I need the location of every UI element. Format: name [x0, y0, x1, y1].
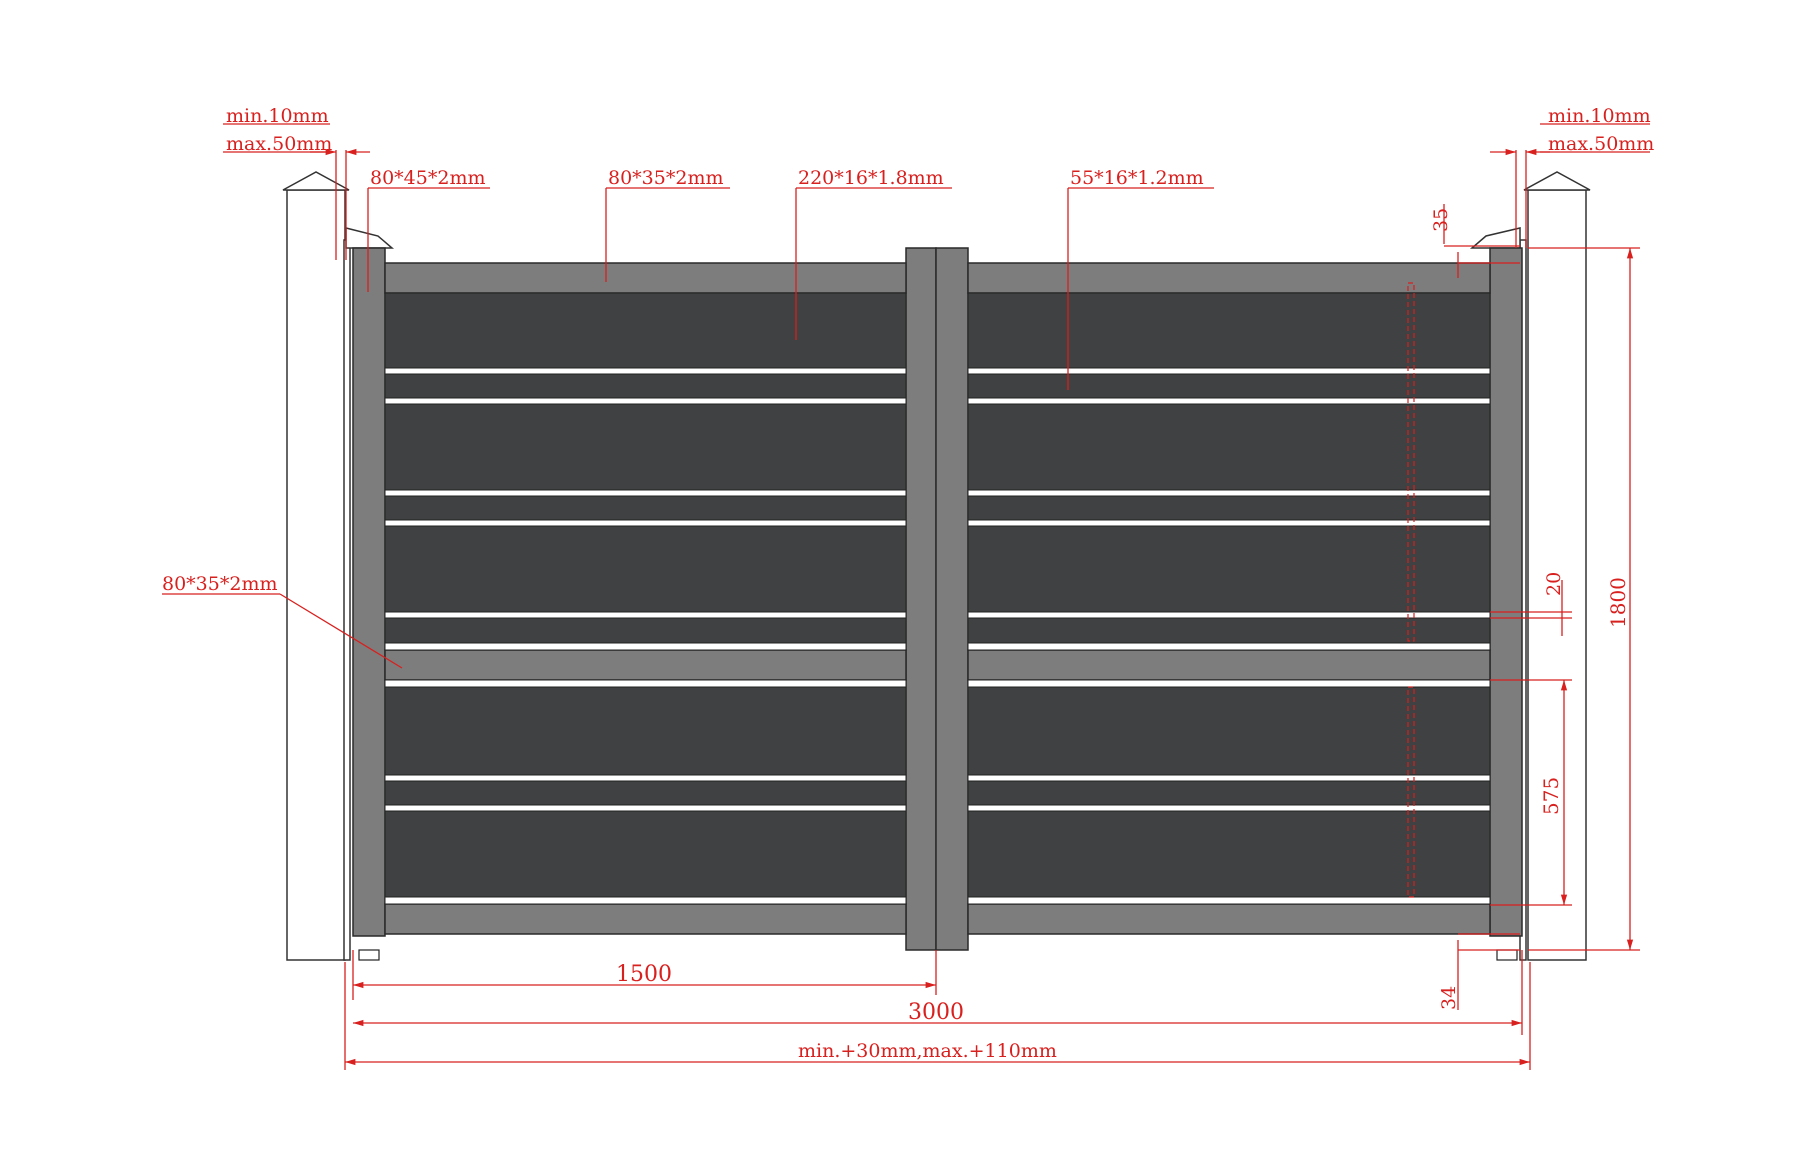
overall-width-label: 3000 — [908, 1000, 964, 1025]
gap-strip — [967, 804, 1491, 812]
rail-gap-label: 20 — [1543, 572, 1565, 596]
left-max-label: max.50mm — [226, 133, 332, 155]
right-post — [1523, 171, 1591, 961]
gap-strip — [384, 397, 907, 405]
right-stile-cap — [1469, 227, 1521, 249]
labels: min.10mm max.50mm min.10mm max.50mm 80*4… — [162, 105, 1654, 1062]
left-stile-cap — [345, 227, 395, 249]
middle-rail-right — [967, 649, 1491, 681]
center-stile-left — [905, 247, 937, 951]
dimension-lines — [162, 123, 1650, 1070]
mid-rail-profile-label: 80*35*2mm — [162, 573, 277, 595]
panel — [967, 525, 1491, 613]
overall-height-label: 1800 — [1606, 577, 1630, 628]
gap-strip — [384, 367, 907, 375]
left-gate-foot — [358, 949, 380, 961]
middle-rail-left — [384, 649, 907, 681]
panel — [384, 810, 907, 898]
panel — [384, 525, 907, 613]
left-post-cap — [282, 171, 350, 191]
panel — [967, 292, 1491, 369]
gap-strip — [967, 679, 1491, 688]
gap-strip — [967, 774, 1491, 782]
bottom-rail-left — [384, 903, 907, 935]
gap-strip — [384, 489, 907, 497]
top-rail-right — [967, 262, 1491, 294]
gap-strip-profile-label: 55*16*1.2mm — [1070, 167, 1204, 189]
panel-profile-label: 220*16*1.8mm — [798, 167, 944, 189]
left-hinge-strip — [343, 239, 351, 961]
bottom-rail-right — [967, 903, 1491, 935]
gap-strip — [384, 519, 907, 527]
panel — [384, 403, 907, 491]
gap-strip — [967, 397, 1491, 405]
left-min-label: min.10mm — [226, 105, 329, 127]
panels-right — [967, 292, 1491, 905]
right-stile — [1489, 247, 1523, 937]
gate — [352, 247, 1523, 961]
half-width-label: 1500 — [616, 962, 672, 987]
top-rail-profile-label: 80*35*2mm — [608, 167, 723, 189]
gap-strip — [967, 896, 1491, 905]
left-post — [282, 171, 350, 961]
panel — [384, 617, 907, 644]
gap-strip — [967, 519, 1491, 527]
right-min-label: min.10mm — [1548, 105, 1651, 127]
right-post-cap — [1523, 171, 1591, 191]
panel — [384, 780, 907, 806]
lower-section-label: 575 — [1539, 777, 1563, 815]
gap-strip — [967, 489, 1491, 497]
top-offset-label: 35 — [1430, 208, 1452, 232]
panel — [967, 810, 1491, 898]
right-gate-foot — [1496, 949, 1518, 961]
right-max-label: max.50mm — [1548, 133, 1654, 155]
panel — [967, 617, 1491, 644]
panel — [384, 292, 907, 369]
gap-strip — [384, 679, 907, 688]
gap-strip — [384, 611, 907, 619]
panel — [967, 686, 1491, 776]
panel — [384, 495, 907, 521]
gap-strip — [967, 642, 1491, 651]
gap-strip — [384, 896, 907, 905]
panel — [384, 686, 907, 776]
top-rail-left — [384, 262, 907, 294]
panel — [967, 373, 1491, 399]
bottom-clearance-label: 34 — [1438, 986, 1460, 1010]
panel — [967, 495, 1491, 521]
panel — [967, 403, 1491, 491]
gap-strip — [384, 804, 907, 812]
clearance-total-label: min.+30mm,max.+110mm — [798, 1040, 1057, 1062]
gap-strip — [384, 642, 907, 651]
gap-strip — [384, 774, 907, 782]
center-stile-right — [935, 247, 969, 951]
left-stile — [352, 247, 386, 937]
panels-left — [384, 292, 907, 905]
side-frame-profile-label: 80*45*2mm — [370, 167, 485, 189]
gap-strip — [967, 611, 1491, 619]
reinforcement-lines — [1407, 282, 1415, 898]
gap-strip — [967, 367, 1491, 375]
panel — [967, 780, 1491, 806]
panel — [384, 373, 907, 399]
